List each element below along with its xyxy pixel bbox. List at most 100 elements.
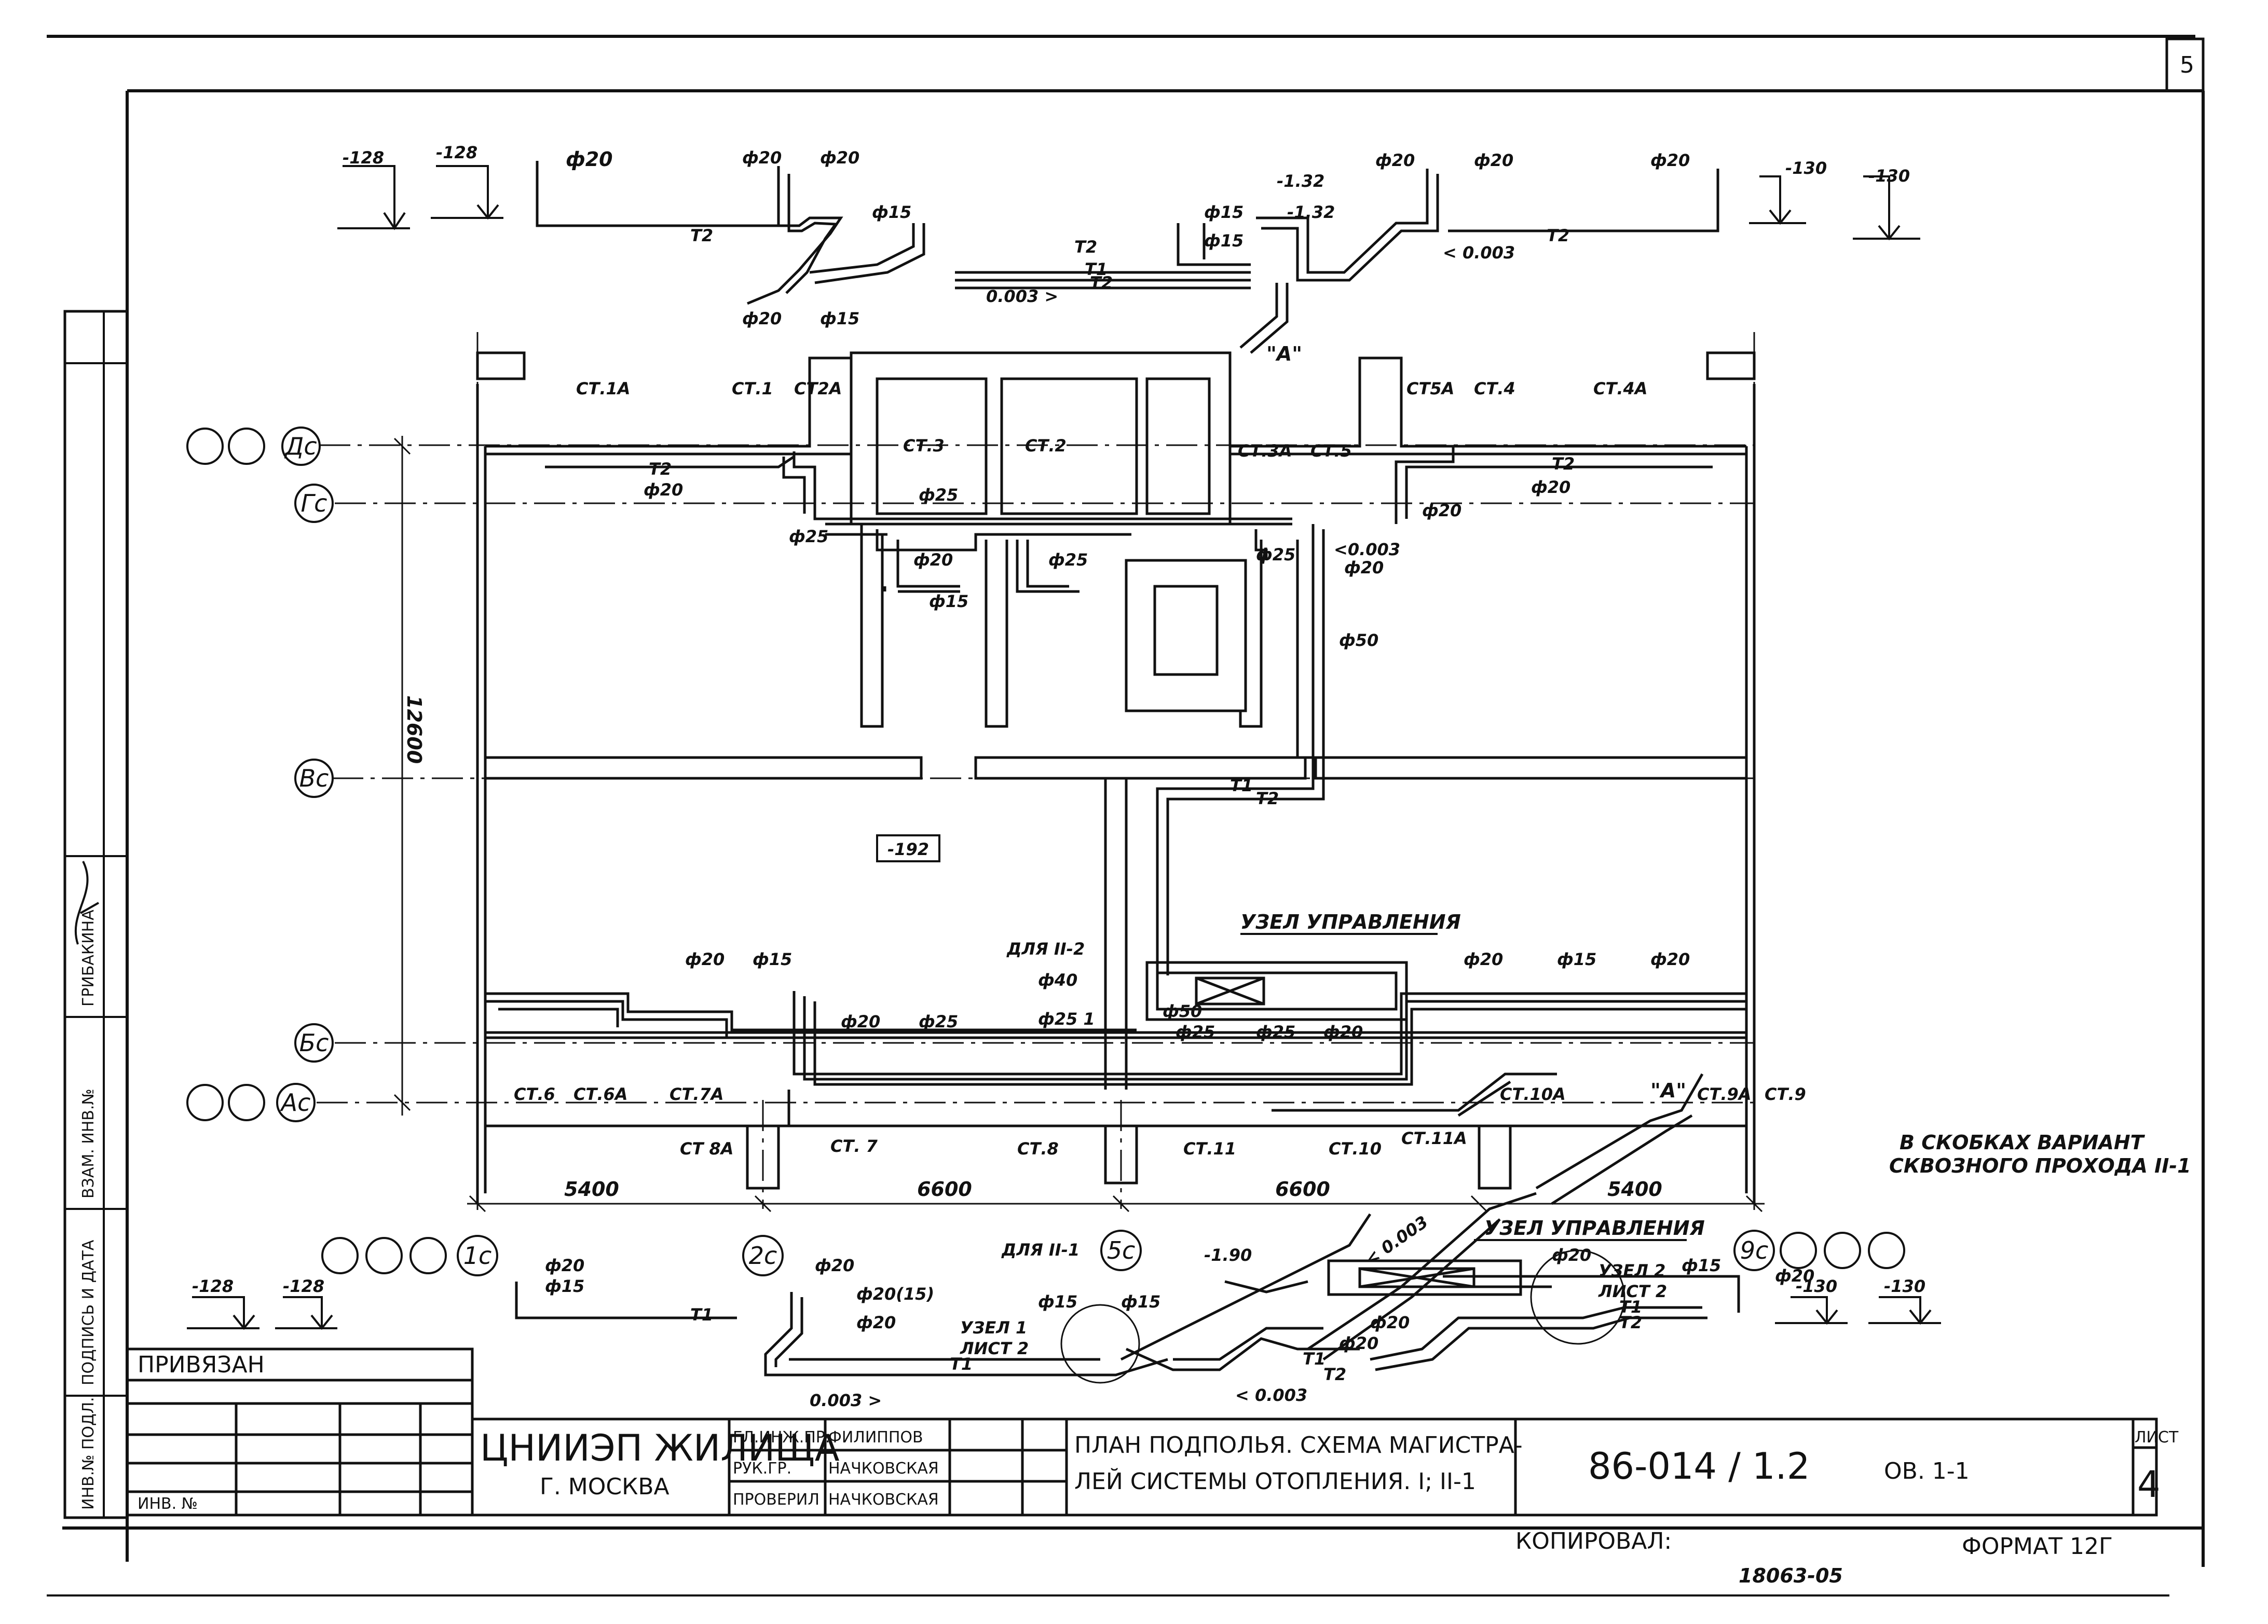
- org-city: Г. МОСКВА: [540, 1474, 670, 1500]
- pipe-d20-s: ф20: [815, 1256, 854, 1275]
- note-for-ii1: ДЛЯ II-1: [1001, 1240, 1080, 1260]
- riser-st5: СТ.5: [1310, 441, 1352, 461]
- riser-st6a: СТ.6А: [573, 1084, 628, 1104]
- footer-format: ФОРМАТ 12Г: [1962, 1533, 2113, 1560]
- axis-label-ds: Дс: [284, 432, 317, 460]
- role-1: ГЛ.ИНЖ.ПР.: [733, 1428, 830, 1447]
- dimension-texts: 12600 5400 6600 6600 5400: [403, 695, 1662, 1201]
- control-unit-label-1: УЗЕЛ УПРАВЛЕНИЯ: [1240, 911, 1461, 933]
- pipe-d40: ф40: [1038, 970, 1077, 990]
- axis-label-as: Ас: [280, 1089, 311, 1117]
- control-unit-label-2: УЗЕЛ УПРАВЛЕНИЯ: [1484, 1217, 1705, 1240]
- riser-st7: СТ. 7: [830, 1136, 878, 1156]
- pipe-d20-i: ф20: [913, 550, 953, 570]
- pipe-d20-x: ф20: [1775, 1266, 1814, 1286]
- privyazan-table: ПРИВЯЗАН ИНВ. №: [138, 1352, 265, 1513]
- level-tr1: -130: [1785, 158, 1827, 178]
- pipe-d20-r: ф20: [545, 1256, 584, 1275]
- list-number: 4: [2137, 1463, 2161, 1506]
- level-bl2: -128: [283, 1276, 324, 1296]
- code-t2-c: Т2: [690, 226, 713, 245]
- name-3: НАЧКОВСКАЯ: [828, 1491, 939, 1509]
- riser-st11: СТ.11: [1183, 1139, 1236, 1159]
- footer: КОПИРОВАЛ: ФОРМАТ 12Г 18063-05: [1515, 1528, 2113, 1587]
- privyazan-title: ПРИВЯЗАН: [138, 1352, 265, 1378]
- pipe-d20-h: ф20: [644, 480, 683, 500]
- dim-span-2: 6600: [917, 1178, 972, 1201]
- level-center: -192: [887, 839, 929, 859]
- pipe-d20-b: ф20: [742, 148, 782, 168]
- note-brackets-2: СКВОЗНОГО ПРОХОДА II-1: [1889, 1154, 2191, 1177]
- code-t2-f: Т2: [1552, 454, 1575, 474]
- riser-st7a: СТ.7А: [670, 1084, 724, 1104]
- pipe-d15-k: ф15: [1682, 1256, 1721, 1275]
- axis-label-2s: 2с: [749, 1242, 777, 1270]
- code-t2-a: Т2: [1074, 237, 1097, 257]
- pipe-d15-g: ф15: [1557, 949, 1596, 969]
- pipe-d15-b: ф15: [820, 309, 859, 328]
- riser-st3a: СТ.3А: [1238, 441, 1292, 461]
- slope-s5: < 0.003: [1235, 1385, 1307, 1405]
- dim-span-4: 5400: [1607, 1178, 1662, 1201]
- riser-texts: СТ.1А СТ.1 СТ2А СТ.3 СТ.2 СТ.3А СТ.5 СТ5…: [514, 379, 1806, 1159]
- name-2: НАЧКОВСКАЯ: [828, 1460, 939, 1478]
- slope-s2: < 0.003: [1443, 243, 1515, 263]
- axis-bubble-bs: Бс: [294, 1023, 334, 1063]
- mark-a-bottom: "А": [1650, 1079, 1686, 1102]
- sheet-number-box: 5: [2165, 37, 2205, 92]
- code-t2-i: Т2: [1619, 1313, 1642, 1332]
- pipe-d20-g: ф20: [1650, 150, 1690, 170]
- slope-s3: <0.003: [1334, 540, 1400, 559]
- pipe-network: [485, 161, 1746, 1384]
- axis-label-vs: Вс: [299, 764, 329, 792]
- code-t1-a: Т1: [1085, 259, 1108, 279]
- pipe-d20-n: ф20: [841, 1012, 880, 1031]
- drawing-code: 86-014 / 1.2: [1588, 1445, 1810, 1488]
- axis-bubble-9s: 9с: [1733, 1230, 1775, 1271]
- axis-bubble-2s: 2с: [742, 1235, 784, 1276]
- pipe-d20-l: ф20: [1531, 477, 1570, 497]
- pipe-d20-c: ф20: [820, 148, 859, 168]
- drawing-section: ОВ. 1-1: [1884, 1458, 1970, 1484]
- pipe-d25-d: ф25: [1256, 545, 1295, 565]
- pipe-d15-j: ф15: [1121, 1292, 1160, 1312]
- axis-bubble-1s: 1с: [457, 1235, 498, 1276]
- level-c1: -1.32: [1277, 171, 1324, 191]
- riser-st1: СТ.1: [732, 379, 773, 398]
- pipe-d50-b: ф50: [1163, 1001, 1202, 1021]
- building-walls: [476, 351, 1756, 1204]
- code-t2-e: Т2: [649, 459, 672, 479]
- pipe-d20-j: ф20: [1344, 558, 1384, 577]
- pipe-d25-c: ф25: [1048, 550, 1088, 570]
- dimension-lines: [393, 436, 1765, 1213]
- axis-bubble-5s: 5с: [1100, 1230, 1142, 1271]
- vzam-label: ВЗАМ. ИНВ.№: [79, 1089, 98, 1199]
- note-unit2: УЗЕЛ 2: [1598, 1261, 1665, 1281]
- signature-mark: [74, 861, 99, 945]
- code-t2-d: Т2: [1547, 226, 1569, 245]
- riser-st10: СТ.10: [1329, 1139, 1382, 1159]
- note-brackets-1: В СКОБКАХ ВАРИАНТ: [1900, 1131, 2146, 1154]
- level-tl1: -128: [343, 148, 384, 168]
- pipe-d15-i: ф15: [1038, 1292, 1077, 1312]
- role-2: РУК.ГР.: [733, 1460, 791, 1478]
- code-t1-e: Т1: [1303, 1349, 1326, 1369]
- riser-st2: СТ.2: [1025, 436, 1067, 456]
- riser-st2a: СТ2А: [794, 379, 842, 398]
- pipe-d20-d: ф20: [742, 309, 782, 328]
- axis-label-9s: 9с: [1740, 1236, 1769, 1264]
- pipe-d15-a: ф15: [872, 202, 911, 222]
- privyazan-inv: ИНВ. №: [138, 1495, 198, 1513]
- code-t2-b: Т2: [1090, 273, 1113, 293]
- code-t2-h: Т2: [1323, 1365, 1346, 1384]
- axis-bubbles: Дс Гс Вс Бс Ас 1с 2с: [186, 426, 1905, 1276]
- pipe-d20-p: ф20: [1464, 949, 1503, 969]
- mark-a-top: "А": [1266, 342, 1302, 365]
- title-block: ЦНИИЭП ЖИЛИЩА Г. МОСКВА ГЛ.ИНЖ.ПР. РУК.Г…: [480, 1427, 2179, 1509]
- riser-st9a: СТ.9А: [1697, 1084, 1752, 1104]
- code-t1-d: Т1: [950, 1354, 973, 1374]
- slope-texts: 0.003 > < 0.003 <0.003 0.003 > < 0.003 <…: [810, 243, 1515, 1410]
- left-stamp-strip: ИНВ.№ ПОДЛ. ПОДПИСЬ И ДАТА ВЗАМ. ИНВ.№ Г…: [63, 310, 129, 1519]
- note-texts: УЗЕЛ УПРАВЛЕНИЯ УЗЕЛ УПРАВЛЕНИЯ ДЛЯ II-2…: [960, 911, 2191, 1358]
- level-br2: -130: [1884, 1276, 1925, 1296]
